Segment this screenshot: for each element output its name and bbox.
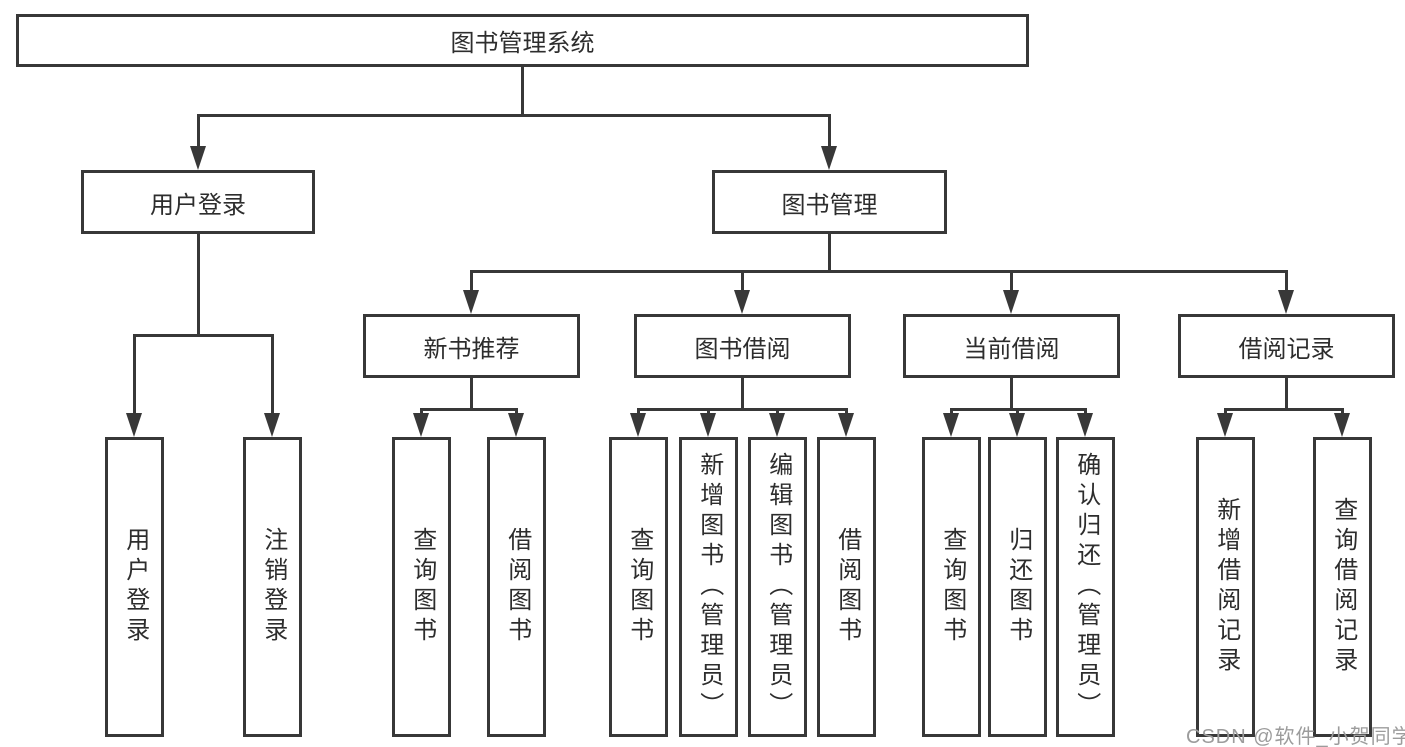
node-user-login: 用户登录 bbox=[81, 170, 315, 234]
arrow-down-icon bbox=[700, 413, 716, 437]
connector-drop bbox=[741, 270, 744, 292]
connector-bar bbox=[197, 114, 831, 117]
connector-stem bbox=[470, 378, 473, 408]
leaf-label: 查询图书 bbox=[938, 527, 966, 647]
node-book-borrow: 图书借阅 bbox=[634, 314, 851, 378]
arrow-down-icon bbox=[1003, 290, 1019, 314]
leaf-user-login: 用户登录 bbox=[105, 437, 164, 737]
leaf-label: 注销登录 bbox=[259, 527, 287, 647]
arrow-down-icon bbox=[1334, 413, 1350, 437]
node-current-borrow: 当前借阅 bbox=[903, 314, 1120, 378]
connector-bar bbox=[133, 334, 274, 337]
leaf-label: 查询图书 bbox=[625, 527, 653, 647]
connector-drop bbox=[950, 408, 953, 416]
connector-drop bbox=[1016, 408, 1019, 416]
leaf-label: 编辑图书（管理员） bbox=[764, 452, 792, 722]
leaf-br-query-record: 查询借阅记录 bbox=[1313, 437, 1372, 737]
arrow-down-icon bbox=[943, 413, 959, 437]
connector-stem bbox=[521, 67, 524, 114]
arrow-down-icon bbox=[463, 290, 479, 314]
leaf-label: 归还图书 bbox=[1004, 527, 1032, 647]
arrow-down-icon bbox=[264, 413, 280, 437]
leaf-label: 借阅图书 bbox=[503, 527, 531, 647]
leaf-br-add-record: 新增借阅记录 bbox=[1196, 437, 1255, 737]
connector-drop bbox=[828, 114, 831, 148]
connector-drop bbox=[470, 270, 473, 292]
connector-drop bbox=[1084, 408, 1087, 416]
node-new-book-recommend: 新书推荐 bbox=[363, 314, 580, 378]
connector-bar bbox=[470, 270, 1288, 273]
leaf-label: 查询借阅记录 bbox=[1329, 497, 1357, 677]
arrow-down-icon bbox=[1278, 290, 1294, 314]
connector-bar bbox=[420, 408, 518, 411]
arrow-down-icon bbox=[508, 413, 524, 437]
leaf-label: 查询图书 bbox=[408, 527, 436, 647]
leaf-cb-return-book: 归还图书 bbox=[988, 437, 1047, 737]
connector-stem bbox=[741, 378, 744, 408]
node-book-management: 图书管理 bbox=[712, 170, 947, 234]
leaf-nbr-borrow-book: 借阅图书 bbox=[487, 437, 546, 737]
leaf-label: 新增图书（管理员） bbox=[695, 452, 723, 722]
connector-stem bbox=[197, 234, 200, 334]
connector-drop bbox=[515, 408, 518, 416]
leaf-label: 用户登录 bbox=[121, 527, 149, 647]
node-root: 图书管理系统 bbox=[16, 14, 1029, 67]
leaf-bb-borrow-book: 借阅图书 bbox=[817, 437, 876, 737]
arrow-down-icon bbox=[190, 146, 206, 170]
leaf-nbr-query-book: 查询图书 bbox=[392, 437, 451, 737]
leaf-bb-query-book: 查询图书 bbox=[609, 437, 668, 737]
connector-drop bbox=[133, 334, 136, 416]
arrow-down-icon bbox=[838, 413, 854, 437]
connector-drop bbox=[271, 334, 274, 416]
node-borrow-record: 借阅记录 bbox=[1178, 314, 1395, 378]
arrow-down-icon bbox=[126, 413, 142, 437]
leaf-bb-edit-book: 编辑图书（管理员） bbox=[748, 437, 807, 737]
connector-bar bbox=[1224, 408, 1344, 411]
arrow-down-icon bbox=[413, 413, 429, 437]
connector-drop bbox=[1285, 270, 1288, 292]
connector-drop bbox=[1341, 408, 1344, 416]
connector-drop bbox=[1010, 270, 1013, 292]
leaf-label: 借阅图书 bbox=[833, 527, 861, 647]
leaf-cb-confirm-return: 确认归还（管理员） bbox=[1056, 437, 1115, 737]
connector-stem bbox=[828, 234, 831, 270]
arrow-down-icon bbox=[821, 146, 837, 170]
arrow-down-icon bbox=[1009, 413, 1025, 437]
arrow-down-icon bbox=[769, 413, 785, 437]
connector-stem bbox=[1010, 378, 1013, 408]
arrow-down-icon bbox=[734, 290, 750, 314]
leaf-label: 新增借阅记录 bbox=[1212, 497, 1240, 677]
arrow-down-icon bbox=[1077, 413, 1093, 437]
connector-bar bbox=[637, 408, 848, 411]
connector-stem bbox=[1285, 378, 1288, 408]
connector-drop bbox=[707, 408, 710, 416]
leaf-logout: 注销登录 bbox=[243, 437, 302, 737]
connector-drop bbox=[776, 408, 779, 416]
arrow-down-icon bbox=[630, 413, 646, 437]
leaf-bb-add-book: 新增图书（管理员） bbox=[679, 437, 738, 737]
connector-drop bbox=[1224, 408, 1227, 416]
watermark-text: CSDN @软件_小贺同学 bbox=[1186, 726, 1405, 747]
leaf-label: 确认归还（管理员） bbox=[1072, 452, 1100, 722]
connector-drop bbox=[197, 114, 200, 148]
connector-drop bbox=[845, 408, 848, 416]
arrow-down-icon bbox=[1217, 413, 1233, 437]
connector-drop bbox=[420, 408, 423, 416]
connector-drop bbox=[637, 408, 640, 416]
leaf-cb-query-book: 查询图书 bbox=[922, 437, 981, 737]
